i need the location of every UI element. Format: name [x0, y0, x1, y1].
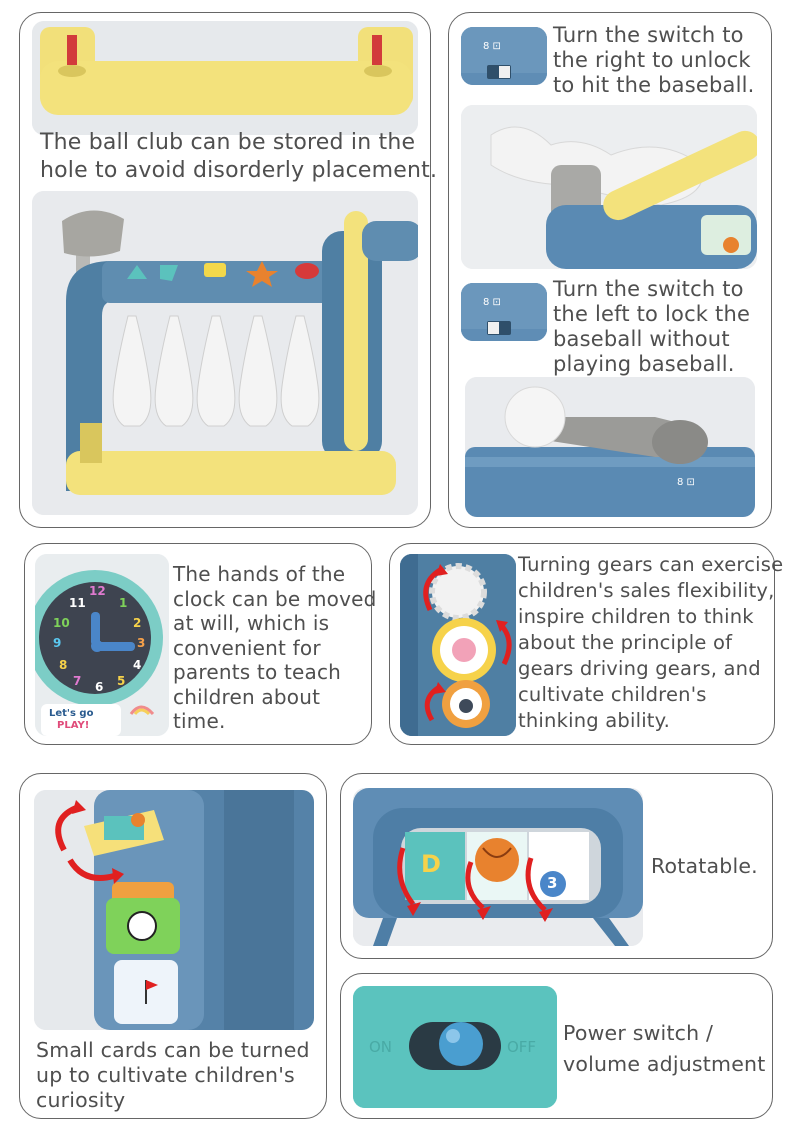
caption-line: gears driving gears, and — [518, 657, 761, 680]
caption-storage: The ball club can be stored in the hole … — [40, 129, 437, 185]
rotatable-drum-illustration — [353, 788, 643, 946]
photo-rotatable-drum: D 3 — [353, 788, 643, 946]
caption-lock: Turn the switch to the left to lock the … — [553, 277, 750, 377]
switch-label-on: ON — [369, 1038, 393, 1056]
panel-power-switch: ON OFF Power switch / volume adjustment — [340, 973, 773, 1119]
caption-line: The hands of the — [173, 562, 346, 586]
clock-number: 9 — [53, 636, 62, 650]
caption-line: Turn the switch to — [553, 277, 744, 301]
photo-bowling-stand — [32, 191, 418, 515]
bowling-stand-illustration — [32, 191, 418, 515]
panel-baseball-switch: 8 ⊡ Turn the switch to the right to unlo… — [448, 12, 772, 528]
switch-label-off: OFF — [507, 1038, 537, 1056]
photo-switch-unlock: 8 ⊡ — [461, 27, 547, 85]
caption-line: Power switch / — [563, 1021, 714, 1045]
clock-number: 7 — [73, 674, 82, 688]
panel-clock: 12 1 2 3 4 5 6 7 8 9 10 11 Let's go PLAY… — [24, 543, 376, 745]
photo-power-switch: ON OFF — [353, 986, 557, 1108]
caption-line: Turning gears can exercise — [518, 553, 784, 576]
photo-flip-cards — [34, 790, 314, 1030]
photo-clock: 12 1 2 3 4 5 6 7 8 9 10 11 Let's go PLAY… — [35, 554, 169, 736]
caption-rotatable: Rotatable. — [651, 854, 758, 879]
drum-number: 3 — [547, 874, 558, 892]
switch-lock-illustration: 8 ⊡ — [461, 283, 547, 341]
baseball-arm-illustration — [461, 105, 757, 269]
caption-line: the right to unlock — [553, 48, 751, 72]
svg-text:8 ⊡: 8 ⊡ — [677, 477, 695, 488]
photo-baseball-arm — [461, 105, 757, 269]
panel-rotatable-drum: D 3 Rotatable. — [340, 773, 773, 959]
caption-power: Power switch / volume adjustment — [563, 1018, 765, 1080]
caption-line: parents to teach — [173, 660, 342, 684]
photo-stand-top — [32, 21, 418, 135]
caption-line: hole to avoid disorderly placement. — [40, 158, 438, 183]
flip-cards-illustration — [34, 790, 314, 1030]
clock-number: 4 — [133, 658, 142, 672]
caption-line: The ball club can be stored in the — [40, 130, 416, 155]
caption-cards: Small cards can be turned up to cultivat… — [36, 1038, 310, 1113]
svg-text:8 ⊡: 8 ⊡ — [483, 41, 501, 52]
caption-line: baseball without — [553, 327, 730, 351]
panel-gears: Turning gears can exercise children's sa… — [389, 543, 783, 745]
caption-line: clock can be moved — [173, 586, 377, 611]
clock-illustration — [35, 554, 169, 736]
caption-line: the left to lock the — [553, 302, 751, 326]
caption-line: up to cultivate children's — [36, 1063, 295, 1087]
photo-switch-lock: 8 ⊡ — [461, 283, 547, 341]
clock-number: 1 — [119, 596, 128, 610]
clock-number: 3 — [137, 636, 146, 650]
caption-line: convenient for — [173, 635, 321, 660]
clock-number: 5 — [117, 674, 126, 688]
caption-unlock: Turn the switch to the right to unlock t… — [553, 23, 755, 98]
caption-line: volume adjustment — [563, 1052, 766, 1076]
caption-line: time. — [173, 709, 226, 733]
panel-flip-cards: Small cards can be turned up to cultivat… — [19, 773, 327, 1119]
clock-badge-line: Let's go — [49, 708, 94, 719]
switch-unlock-illustration: 8 ⊡ — [461, 27, 547, 85]
photo-baseball-locked: 8 ⊡ — [465, 377, 755, 517]
stand-top-illustration — [32, 21, 418, 135]
power-switch-illustration — [353, 986, 557, 1108]
caption-line: inspire children to think — [518, 605, 754, 628]
baseball-locked-illustration: 8 ⊡ — [465, 377, 755, 517]
caption-line: Turn the switch to — [553, 23, 744, 47]
caption-gears: Turning gears can exercise children's sa… — [518, 552, 783, 734]
caption-line: to hit the baseball. — [553, 73, 755, 97]
caption-line: about the principle of — [518, 631, 733, 654]
caption-line: children's sales flexibility, — [518, 579, 775, 602]
caption-line: curiosity — [36, 1088, 126, 1112]
clock-number: 2 — [133, 616, 142, 630]
clock-number: 12 — [89, 584, 106, 598]
gears-illustration — [400, 554, 516, 736]
caption-line: cultivate children's — [518, 683, 707, 706]
svg-text:8 ⊡: 8 ⊡ — [483, 297, 501, 308]
panel-ball-club-storage: The ball club can be stored in the hole … — [19, 12, 437, 528]
caption-line: playing baseball. — [553, 352, 735, 376]
caption-line: Small cards can be turned — [36, 1038, 310, 1062]
clock-number: 6 — [95, 680, 104, 694]
caption-line: Rotatable. — [651, 854, 758, 878]
clock-number: 11 — [69, 596, 86, 610]
drum-letter: D — [421, 850, 441, 878]
clock-number: 10 — [53, 616, 70, 630]
caption-line: children about — [173, 684, 321, 709]
clock-number: 8 — [59, 658, 68, 672]
caption-line: thinking ability. — [518, 709, 671, 732]
photo-gears — [400, 554, 516, 736]
caption-clock: The hands of the clock can be moved at w… — [173, 562, 377, 734]
clock-badge-line: PLAY! — [57, 720, 90, 731]
caption-line: at will, which is — [173, 611, 330, 635]
